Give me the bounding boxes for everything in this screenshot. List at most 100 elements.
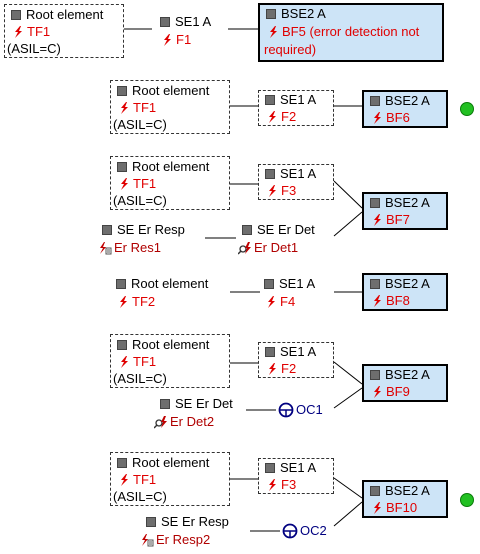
square-element-icon bbox=[102, 225, 112, 235]
f3-label: F3 bbox=[281, 477, 297, 492]
oc2-label: OC2 bbox=[300, 523, 327, 538]
se-er-resp-label: SE Er Resp bbox=[161, 514, 229, 529]
er-resp2-label: Er Resp2 bbox=[156, 532, 211, 547]
tf1-label: TF1 bbox=[27, 24, 51, 39]
se1a-element[interactable]: SE1 A F4 bbox=[260, 276, 336, 312]
bf5-label-continued: required) bbox=[264, 42, 317, 57]
se1a-label: SE1 A bbox=[280, 460, 317, 475]
root-element-box[interactable]: Root element TF1 (ASIL=C) bbox=[110, 452, 230, 506]
se1a-label: SE1 A bbox=[280, 166, 317, 181]
square-element-icon bbox=[265, 463, 275, 473]
bse2a-label: BSE2 A bbox=[281, 6, 326, 21]
fault-bolt-icon bbox=[117, 473, 131, 487]
se1a-box[interactable]: SE1 A F2 bbox=[258, 342, 334, 378]
se-er-det-element[interactable]: SE Er Det Er Det1 bbox=[238, 222, 338, 258]
error-response-icon bbox=[140, 533, 154, 547]
oc1-label: OC1 bbox=[296, 402, 323, 417]
tf2-label: TF2 bbox=[132, 294, 156, 309]
bse2a-box[interactable]: BSE2 A BF5 (error detection not required… bbox=[258, 3, 444, 62]
bf9-label: BF9 bbox=[386, 384, 410, 399]
asil-label: (ASIL=C) bbox=[113, 489, 167, 504]
se-er-resp-element[interactable]: SE Er Resp Er Res1 bbox=[98, 222, 206, 258]
er-det1-label: Er Det1 bbox=[254, 240, 299, 255]
se-er-det-element[interactable]: SE Er Det Er Det2 bbox=[154, 396, 248, 432]
fault-bolt-icon bbox=[264, 295, 278, 309]
bse2a-label: BSE2 A bbox=[385, 93, 430, 108]
operating-condition-icon bbox=[278, 402, 294, 418]
root-element[interactable]: Root element TF2 bbox=[110, 276, 232, 312]
se1a-box[interactable]: SE1 A F2 bbox=[258, 90, 334, 126]
square-element-icon bbox=[265, 95, 275, 105]
se1a-label: SE1 A bbox=[279, 276, 316, 291]
bse2a-box[interactable]: BSE2 A BF7 bbox=[362, 192, 448, 230]
tf1-label: TF1 bbox=[133, 472, 157, 487]
square-element-icon bbox=[370, 198, 380, 208]
fault-bolt-icon bbox=[370, 501, 384, 515]
asil-label: (ASIL=C) bbox=[113, 371, 167, 386]
bse2a-box[interactable]: BSE2 A BF10 bbox=[362, 480, 448, 518]
se1a-label: SE1 A bbox=[280, 344, 317, 359]
square-element-icon bbox=[117, 162, 127, 172]
fault-bolt-icon bbox=[370, 111, 384, 125]
fault-bolt-icon bbox=[117, 355, 131, 369]
se-er-resp-label: SE Er Resp bbox=[117, 222, 185, 237]
oc2-element[interactable]: OC2 bbox=[282, 523, 327, 539]
root-element-label: Root element bbox=[132, 337, 210, 352]
fault-bolt-icon bbox=[370, 385, 384, 399]
bse2a-box[interactable]: BSE2 A BF8 bbox=[362, 273, 448, 311]
square-element-icon bbox=[265, 347, 275, 357]
f4-label: F4 bbox=[280, 294, 296, 309]
tf1-label: TF1 bbox=[133, 176, 157, 191]
se-er-det-label: SE Er Det bbox=[175, 396, 233, 411]
error-response-icon bbox=[98, 241, 112, 255]
fault-bolt-icon bbox=[370, 213, 384, 227]
fault-bolt-icon bbox=[265, 110, 279, 124]
se1a-box[interactable]: SE1 A F3 bbox=[258, 458, 334, 494]
f3-label: F3 bbox=[281, 183, 297, 198]
status-ok-dot-icon bbox=[460, 102, 474, 116]
square-element-icon bbox=[370, 370, 380, 380]
bse2a-label: BSE2 A bbox=[385, 195, 430, 210]
fault-bolt-icon bbox=[265, 362, 279, 376]
fault-bolt-icon bbox=[11, 25, 25, 39]
fault-bolt-icon bbox=[117, 177, 131, 191]
square-element-icon bbox=[370, 96, 380, 106]
asil-label: (ASIL=C) bbox=[113, 117, 167, 132]
bse2a-label: BSE2 A bbox=[385, 367, 430, 382]
f1-label: F1 bbox=[176, 32, 192, 47]
root-element-box[interactable]: Root element TF1 (ASIL=C) bbox=[4, 4, 124, 58]
fault-bolt-icon bbox=[116, 295, 130, 309]
se1a-element[interactable]: SE1 A F1 bbox=[154, 14, 230, 50]
square-element-icon bbox=[117, 340, 127, 350]
square-element-icon bbox=[11, 10, 21, 20]
se1a-box[interactable]: SE1 A F3 bbox=[258, 164, 334, 200]
error-detection-icon bbox=[154, 415, 168, 429]
root-element-box[interactable]: Root element TF1 (ASIL=C) bbox=[110, 156, 230, 210]
square-element-icon bbox=[160, 17, 170, 27]
bf5-label: BF5 (error detection not bbox=[282, 24, 420, 39]
square-element-icon bbox=[370, 279, 380, 289]
bse2a-box[interactable]: BSE2 A BF9 bbox=[362, 364, 448, 402]
tf1-label: TF1 bbox=[133, 100, 157, 115]
error-detection-icon bbox=[238, 241, 252, 255]
bse2a-box[interactable]: BSE2 A BF6 bbox=[362, 90, 448, 128]
bf10-label: BF10 bbox=[386, 500, 418, 515]
fault-bolt-icon bbox=[265, 184, 279, 198]
square-element-icon bbox=[266, 9, 276, 19]
oc1-element[interactable]: OC1 bbox=[278, 402, 323, 418]
root-element-box[interactable]: Root element TF1 (ASIL=C) bbox=[110, 334, 230, 388]
square-element-icon bbox=[117, 86, 127, 96]
tf1-label: TF1 bbox=[133, 354, 157, 369]
se-er-det-label: SE Er Det bbox=[257, 222, 315, 237]
root-element-box[interactable]: Root element TF1 (ASIL=C) bbox=[110, 80, 230, 134]
square-element-icon bbox=[146, 517, 156, 527]
fault-bolt-icon bbox=[370, 294, 384, 308]
root-element-label: Root element bbox=[132, 83, 210, 98]
square-element-icon bbox=[264, 279, 274, 289]
bf8-label: BF8 bbox=[386, 293, 410, 308]
se-er-resp-element[interactable]: SE Er Resp Er Resp2 bbox=[140, 514, 252, 550]
fault-bolt-icon bbox=[117, 101, 131, 115]
bse2a-label: BSE2 A bbox=[385, 276, 430, 291]
bf7-label: BF7 bbox=[386, 212, 410, 227]
